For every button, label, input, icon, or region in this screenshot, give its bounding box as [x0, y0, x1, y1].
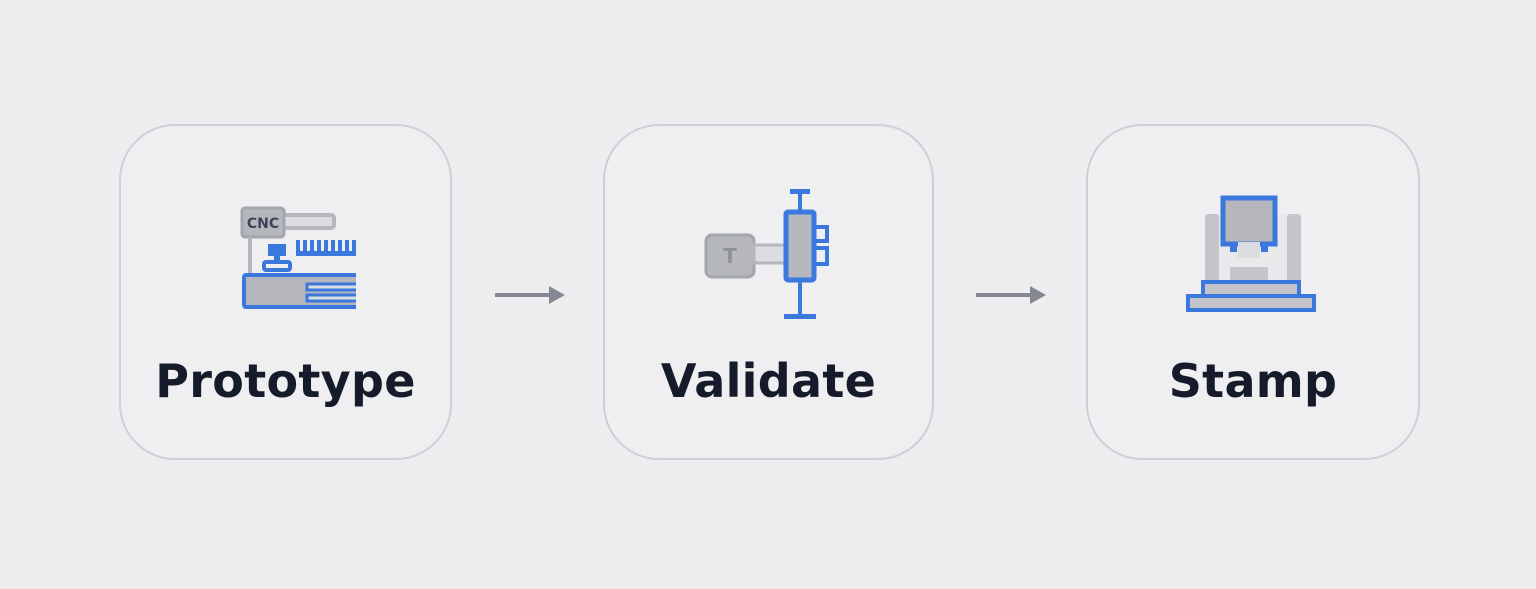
test-block-label: T: [723, 244, 737, 268]
step-label: Validate: [660, 354, 877, 408]
step-card-stamp: Stamp: [1086, 124, 1420, 460]
arrow-right-icon: [495, 286, 565, 304]
cnc-machine-icon: CNC: [121, 182, 450, 332]
test-gauge-icon: T: [605, 182, 932, 332]
step-card-validate: T Validate: [603, 124, 934, 460]
stamping-press-icon: [1088, 182, 1418, 332]
arrow-right-icon: [976, 286, 1046, 304]
step-label: Prototype: [155, 354, 416, 408]
cnc-label: CNC: [246, 216, 278, 232]
step-label: Stamp: [1168, 354, 1338, 408]
step-card-prototype: CNC: [119, 124, 452, 460]
